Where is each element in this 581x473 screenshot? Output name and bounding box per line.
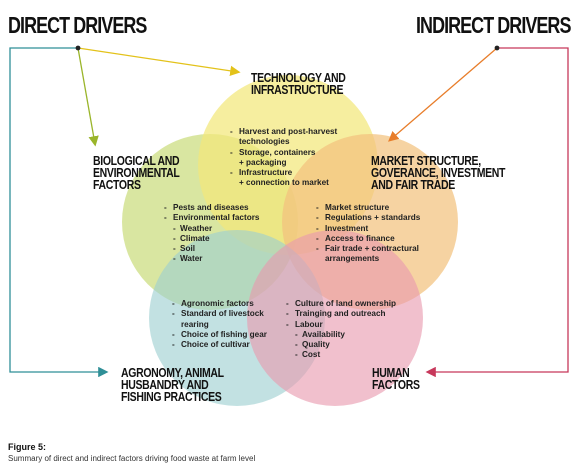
indirect-market-arrow	[388, 47, 498, 142]
direct-junction-dot	[75, 45, 81, 51]
list-item: Quality	[286, 340, 396, 351]
list-item: Culture of land ownership	[286, 299, 396, 310]
list-item: technologies	[239, 137, 290, 147]
indirect-drivers-title: INDIRECT DRIVERS	[416, 12, 571, 38]
direct-tech-arrow	[77, 47, 241, 76]
biological-factor-list: Pests and diseases Environmental factors…	[164, 203, 259, 265]
list-item: Storage, containers	[230, 148, 337, 159]
agronomy-heading-line: AGRONOMY, ANIMAL	[121, 366, 224, 380]
list-item: Choice of cultivar	[172, 340, 267, 351]
human-heading-line: HUMAN	[372, 366, 410, 380]
technology-heading: TECHNOLOGY AND INFRASTRUCTURE	[251, 71, 346, 97]
human-heading: HUMAN FACTORS	[372, 366, 420, 392]
list-item: Cost	[286, 350, 396, 361]
market-factor-list: Market structure Regulations + standards…	[316, 203, 420, 265]
list-item: Weather	[164, 224, 259, 235]
list-item: rearing	[181, 319, 209, 329]
technology-heading-line: TECHNOLOGY AND	[251, 71, 346, 85]
list-item: Climate	[164, 234, 259, 245]
market-heading: MARKET STRUCTURE, GOVERANCE, INVESTMENT …	[371, 154, 506, 192]
biological-heading-line: FACTORS	[93, 178, 141, 192]
list-item: + packaging	[239, 157, 287, 167]
figure-caption: Summary of direct and indirect factors d…	[8, 454, 256, 463]
list-item: Trainging and outreach	[286, 309, 396, 320]
technology-factor-list: Harvest and post-harvest technologies St…	[230, 127, 337, 189]
list-item: Agronomic factors	[172, 299, 267, 310]
list-item: Water	[164, 254, 259, 265]
agronomy-factor-list: Agronomic factors Standard of livestock …	[172, 299, 267, 351]
biological-heading: BIOLOGICAL AND ENVIRONMENTAL FACTORS	[93, 154, 180, 192]
list-item: Infrastructure	[230, 168, 337, 179]
direct-left-arrow	[9, 47, 109, 378]
biological-heading-line: BIOLOGICAL AND	[93, 154, 180, 168]
list-item: Access to finance	[316, 234, 420, 245]
list-item: Fair trade + contractural	[316, 244, 420, 255]
list-item: Market structure	[316, 203, 420, 214]
list-item: + connection to market	[239, 178, 329, 188]
list-item: Labour	[286, 320, 396, 331]
list-item: Pests and diseases	[164, 203, 259, 214]
indirect-right-arrow	[425, 47, 569, 378]
list-item: Availability	[286, 330, 396, 341]
list-item: Regulations + standards	[316, 213, 420, 224]
human-factor-list: Culture of land ownership Trainging and …	[286, 299, 396, 361]
figure-label: Figure 5:	[8, 442, 47, 452]
list-item: Standard of livestock	[172, 309, 267, 320]
list-item: Harvest and post-harvest	[230, 127, 337, 138]
market-heading-line: GOVERANCE, INVESTMENT	[371, 166, 506, 180]
human-heading-line: FACTORS	[372, 378, 420, 392]
agronomy-heading-line: FISHING PRACTICES	[121, 390, 222, 404]
direct-drivers-title: DIRECT DRIVERS	[8, 12, 147, 38]
agronomy-heading: AGRONOMY, ANIMAL HUSBANDRY AND FISHING P…	[121, 366, 224, 404]
list-item: Choice of fishing gear	[172, 330, 267, 341]
indirect-junction-dot	[494, 45, 500, 51]
technology-heading-line: INFRASTRUCTURE	[251, 83, 344, 97]
agronomy-heading-line: HUSBANDRY AND	[121, 378, 209, 392]
market-heading-line: AND FAIR TRADE	[371, 178, 455, 192]
list-item: Investment	[316, 224, 420, 235]
direct-bio-arrow	[77, 47, 99, 147]
biological-heading-line: ENVIRONMENTAL	[93, 166, 180, 180]
list-item: Environmental factors	[164, 213, 259, 224]
list-item: arrangements	[325, 254, 380, 264]
market-heading-line: MARKET STRUCTURE,	[371, 154, 481, 168]
list-item: Soil	[164, 244, 259, 255]
